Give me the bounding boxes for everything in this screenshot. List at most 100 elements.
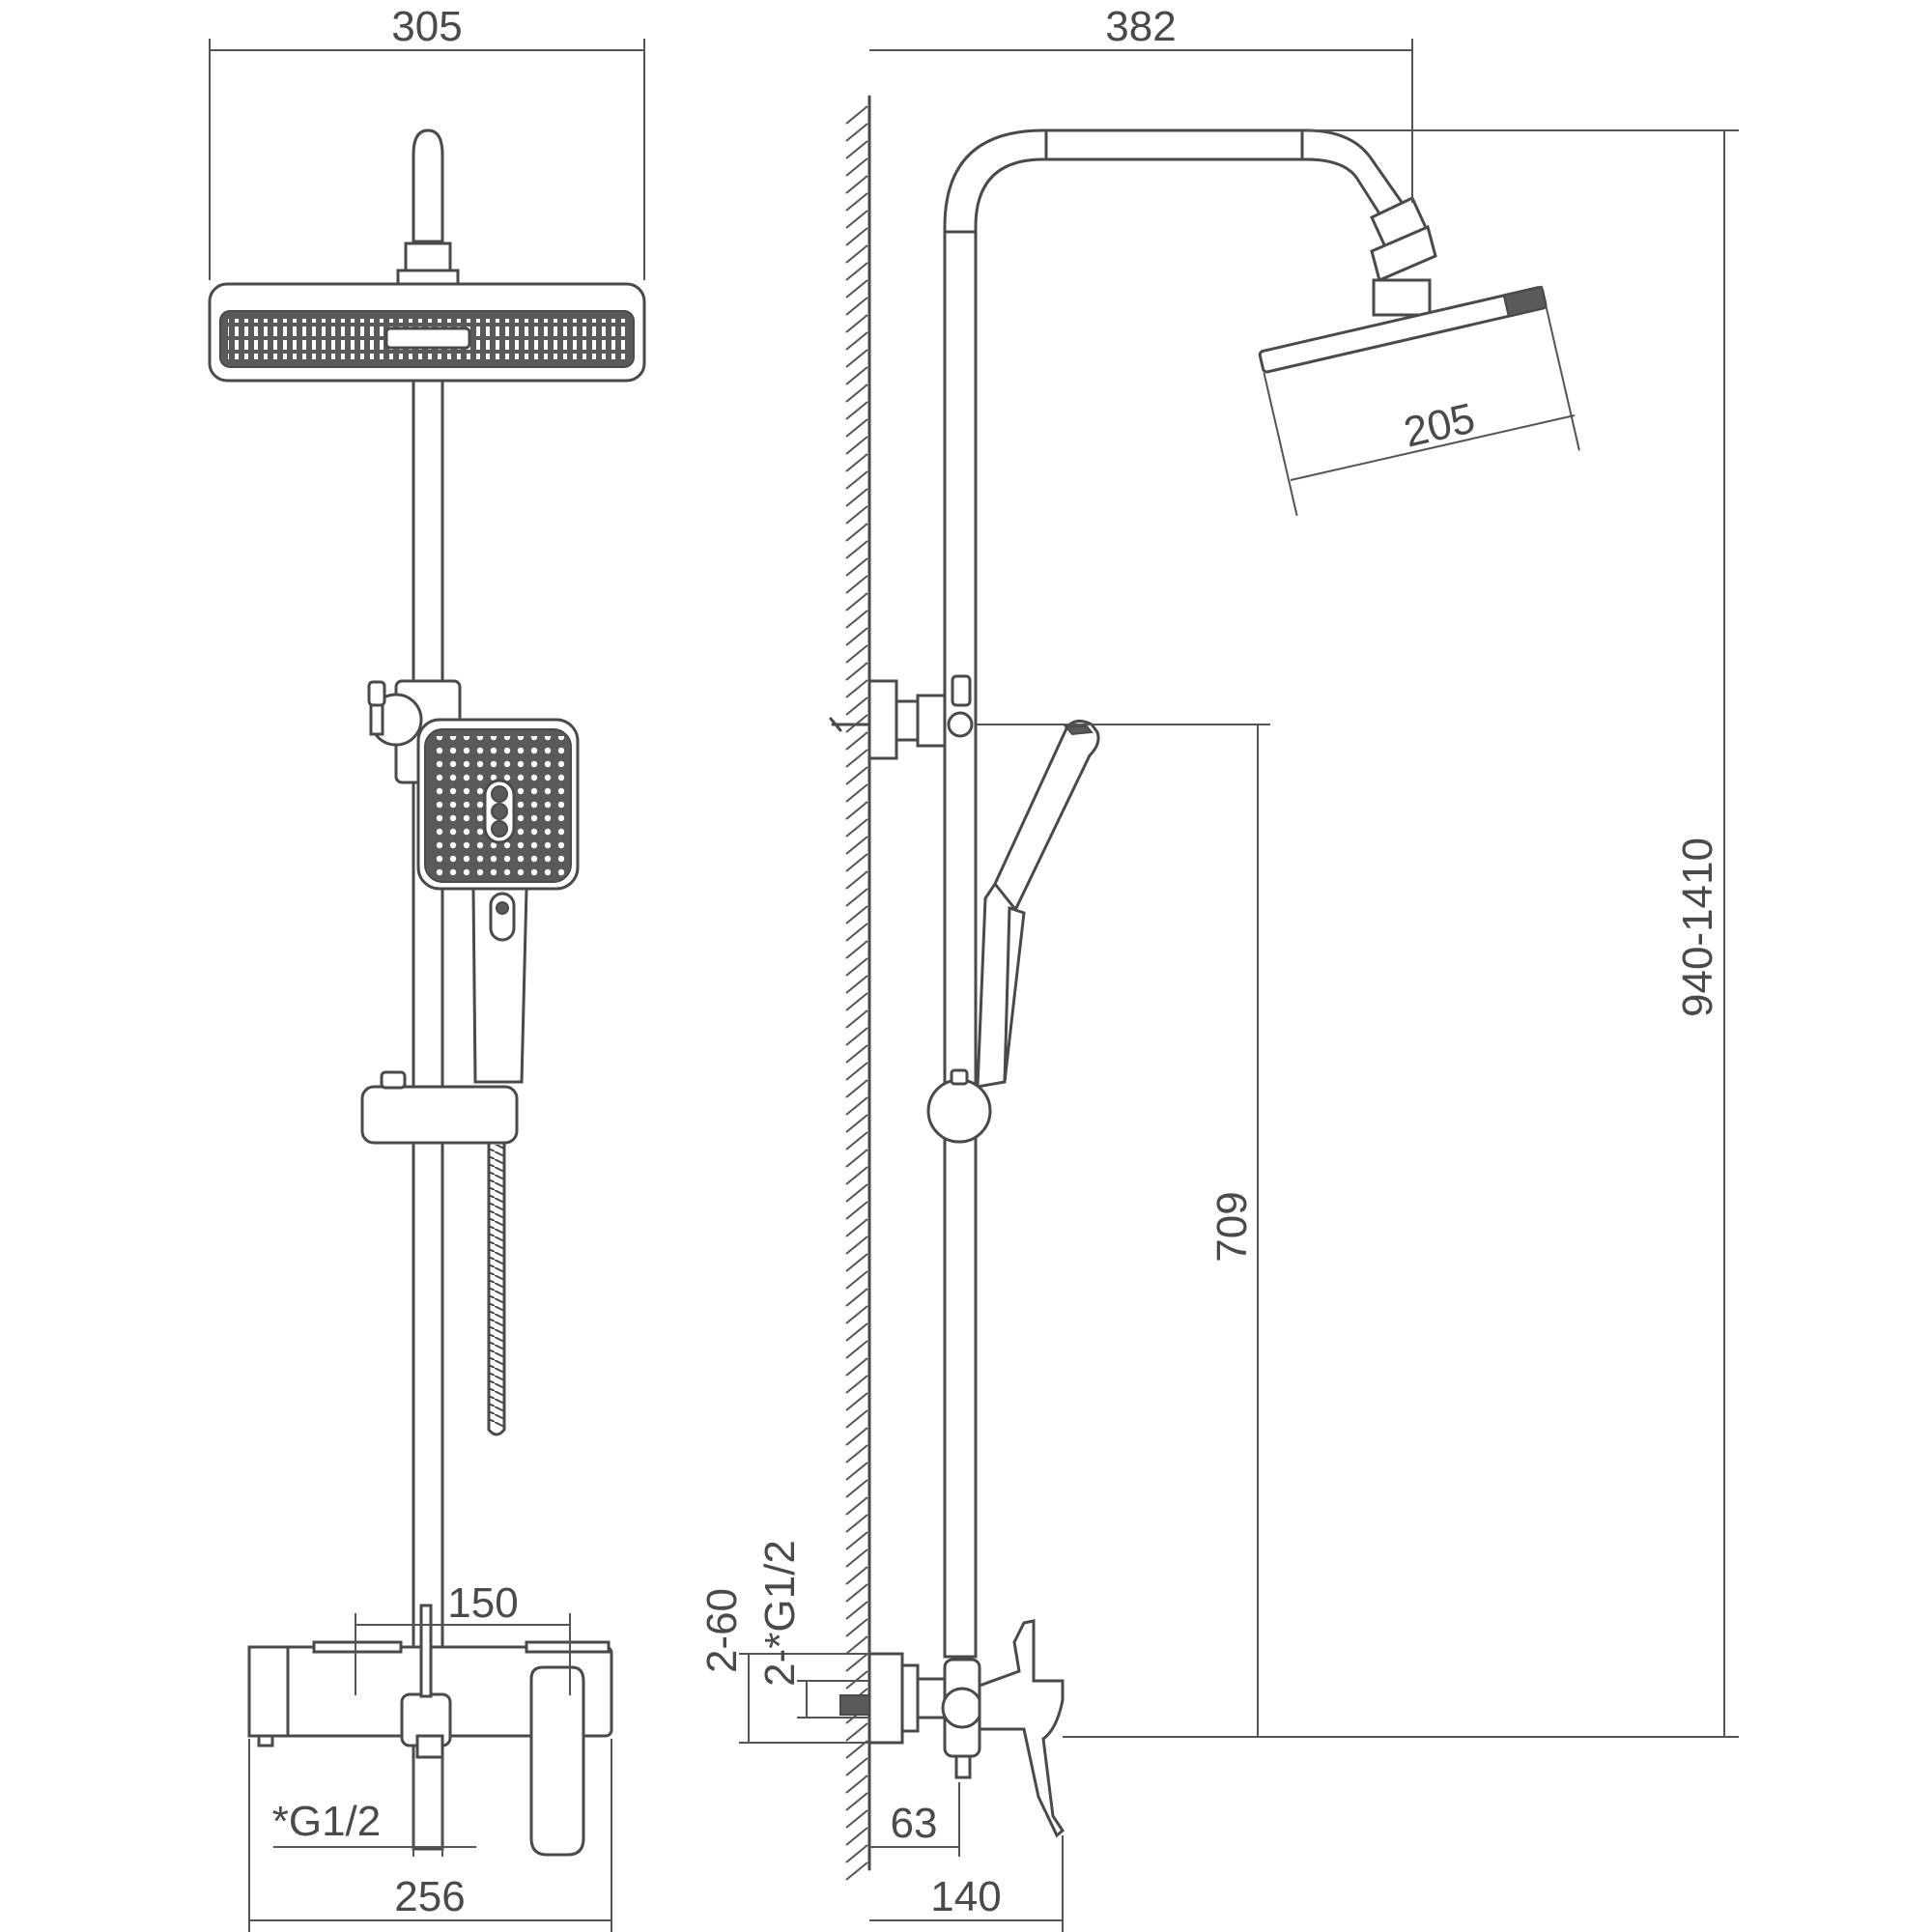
wall-hatch-mark bbox=[845, 262, 868, 281]
wall-hatch-mark bbox=[845, 1166, 868, 1185]
wall-hatch-mark bbox=[845, 1096, 868, 1116]
dim-wall-to-centre: 63 bbox=[891, 1800, 938, 1847]
wall-hatch-mark bbox=[845, 279, 868, 298]
dim-outlet-thread: *G1/2 bbox=[272, 1798, 382, 1845]
wall-hatch-mark bbox=[845, 470, 868, 490]
wall-hatch-mark bbox=[845, 888, 868, 907]
dim-wall-to-front: 140 bbox=[930, 1873, 1001, 1920]
wall-hatch-mark bbox=[845, 1183, 868, 1203]
wall-hatch-mark bbox=[845, 105, 868, 125]
wall-hatch-mark bbox=[845, 1444, 868, 1463]
wall-hatch-mark bbox=[845, 1009, 868, 1029]
dimension-lines bbox=[209, 39, 1739, 1932]
wall-hatch-mark bbox=[845, 1548, 868, 1568]
wall-hatch-mark bbox=[845, 575, 868, 594]
wall-hatch-mark bbox=[845, 1827, 868, 1846]
wall-hatch-mark bbox=[845, 1322, 868, 1342]
side-riser-pipe bbox=[943, 128, 1415, 1659]
dim-head-diameter: 205 bbox=[1400, 394, 1480, 456]
front-diverter-knob bbox=[369, 701, 384, 736]
wall-hatch-mark bbox=[845, 488, 868, 507]
wall-hatch-mark bbox=[845, 1583, 868, 1603]
wall-hatch-mark bbox=[845, 870, 868, 890]
wall-hatch-mark bbox=[845, 923, 868, 942]
wall-hatch-mark bbox=[845, 157, 868, 177]
wall-hatch-mark bbox=[845, 1531, 868, 1550]
front-slider bbox=[360, 1085, 519, 1145]
wall-hatch-mark bbox=[845, 366, 868, 385]
wall-hatch-mark bbox=[845, 1236, 868, 1255]
side-rain-head bbox=[1258, 285, 1580, 517]
front-hand-shower-handle bbox=[471, 887, 528, 1084]
dim-bracket-height: 709 bbox=[1208, 1191, 1256, 1262]
side-view bbox=[829, 95, 1580, 1881]
wall-hatch-mark bbox=[845, 505, 868, 525]
wall-hatch-mark bbox=[845, 1635, 868, 1655]
wall-hatch bbox=[845, 105, 868, 1881]
wall-hatch-mark bbox=[845, 1757, 868, 1776]
wall-hatch-mark bbox=[845, 175, 868, 194]
side-mixer-wall-plate bbox=[867, 1652, 904, 1745]
wall-hatch-mark bbox=[845, 418, 868, 438]
wall-hatch-mark bbox=[845, 1792, 868, 1811]
wall-hatch-mark bbox=[845, 1601, 868, 1620]
wall-hatch-mark bbox=[845, 818, 868, 838]
wall-hatch-mark bbox=[845, 314, 868, 333]
wall-hatch-mark bbox=[845, 1722, 868, 1742]
wall-hatch-mark bbox=[845, 1044, 868, 1064]
wall-hatch-mark bbox=[845, 1566, 868, 1585]
wall-hatch-mark bbox=[845, 244, 868, 264]
wall-hatch-mark bbox=[845, 1149, 868, 1168]
wall-hatch-mark bbox=[845, 731, 868, 751]
wall-hatch-mark bbox=[845, 1618, 868, 1637]
wall-hatch-mark bbox=[845, 749, 868, 768]
side-head-neck bbox=[1372, 278, 1432, 317]
wall-hatch-mark bbox=[845, 853, 868, 872]
wall-hatch-mark bbox=[845, 957, 868, 977]
wall-hatch-mark bbox=[845, 192, 868, 212]
wall-hatch-mark bbox=[845, 940, 868, 959]
wall-hatch-mark bbox=[845, 992, 868, 1011]
wall-hatch-mark bbox=[845, 297, 868, 316]
wall-hatch-mark bbox=[845, 1114, 868, 1133]
wall-hatch-mark bbox=[845, 801, 868, 820]
wall-hatch-mark bbox=[845, 540, 868, 559]
wall-hatch-mark bbox=[845, 1305, 868, 1324]
dim-height-range: 940-1410 bbox=[1674, 838, 1721, 1017]
wall-hatch-mark bbox=[845, 766, 868, 785]
wall-hatch-mark bbox=[845, 349, 868, 368]
wall-hatch-mark bbox=[845, 331, 868, 351]
wall-hatch-mark bbox=[845, 627, 868, 646]
wall-hatch-mark bbox=[845, 384, 868, 403]
front-view bbox=[208, 128, 646, 1857]
wall-hatch-mark bbox=[845, 975, 868, 994]
side-slider-knob bbox=[926, 1078, 992, 1144]
wall-hatch-mark bbox=[845, 1288, 868, 1307]
wall-hatch-mark bbox=[845, 1027, 868, 1046]
wall-hatch-mark bbox=[845, 696, 868, 716]
wall-hatch-mark bbox=[845, 436, 868, 455]
wall-hatch-mark bbox=[845, 1079, 868, 1098]
wall-hatch-mark bbox=[845, 1340, 868, 1359]
wall-hatch-mark bbox=[845, 905, 868, 924]
wall-hatch-mark bbox=[845, 592, 868, 611]
side-wall-bracket bbox=[867, 679, 898, 760]
dim-offset-range: 2-60 bbox=[698, 1588, 746, 1673]
dimension-labels: 305 382 205 940-1410 709 150 *G1/2 256 2… bbox=[272, 3, 1721, 1920]
wall-hatch-mark bbox=[845, 610, 868, 629]
dim-side-projection: 382 bbox=[1105, 3, 1176, 50]
wall-hatch-mark bbox=[845, 783, 868, 803]
wall-hatch-mark bbox=[845, 1062, 868, 1081]
wall-hatch-mark bbox=[845, 1809, 868, 1829]
wall-hatch-mark bbox=[845, 1270, 868, 1290]
wall-hatch-mark bbox=[845, 1357, 868, 1377]
dim-inlet-thread: 2-*G1/2 bbox=[756, 1540, 804, 1687]
wall-hatch-mark bbox=[845, 453, 868, 472]
side-mixer-lever bbox=[978, 1619, 1065, 1838]
wall-hatch-mark bbox=[845, 662, 868, 681]
wall-hatch-mark bbox=[845, 1775, 868, 1794]
wall-hatch-mark bbox=[845, 123, 868, 142]
side-hand-shower bbox=[993, 720, 1100, 910]
wall-hatch-mark bbox=[845, 1844, 868, 1863]
wall-hatch-mark bbox=[845, 401, 868, 420]
